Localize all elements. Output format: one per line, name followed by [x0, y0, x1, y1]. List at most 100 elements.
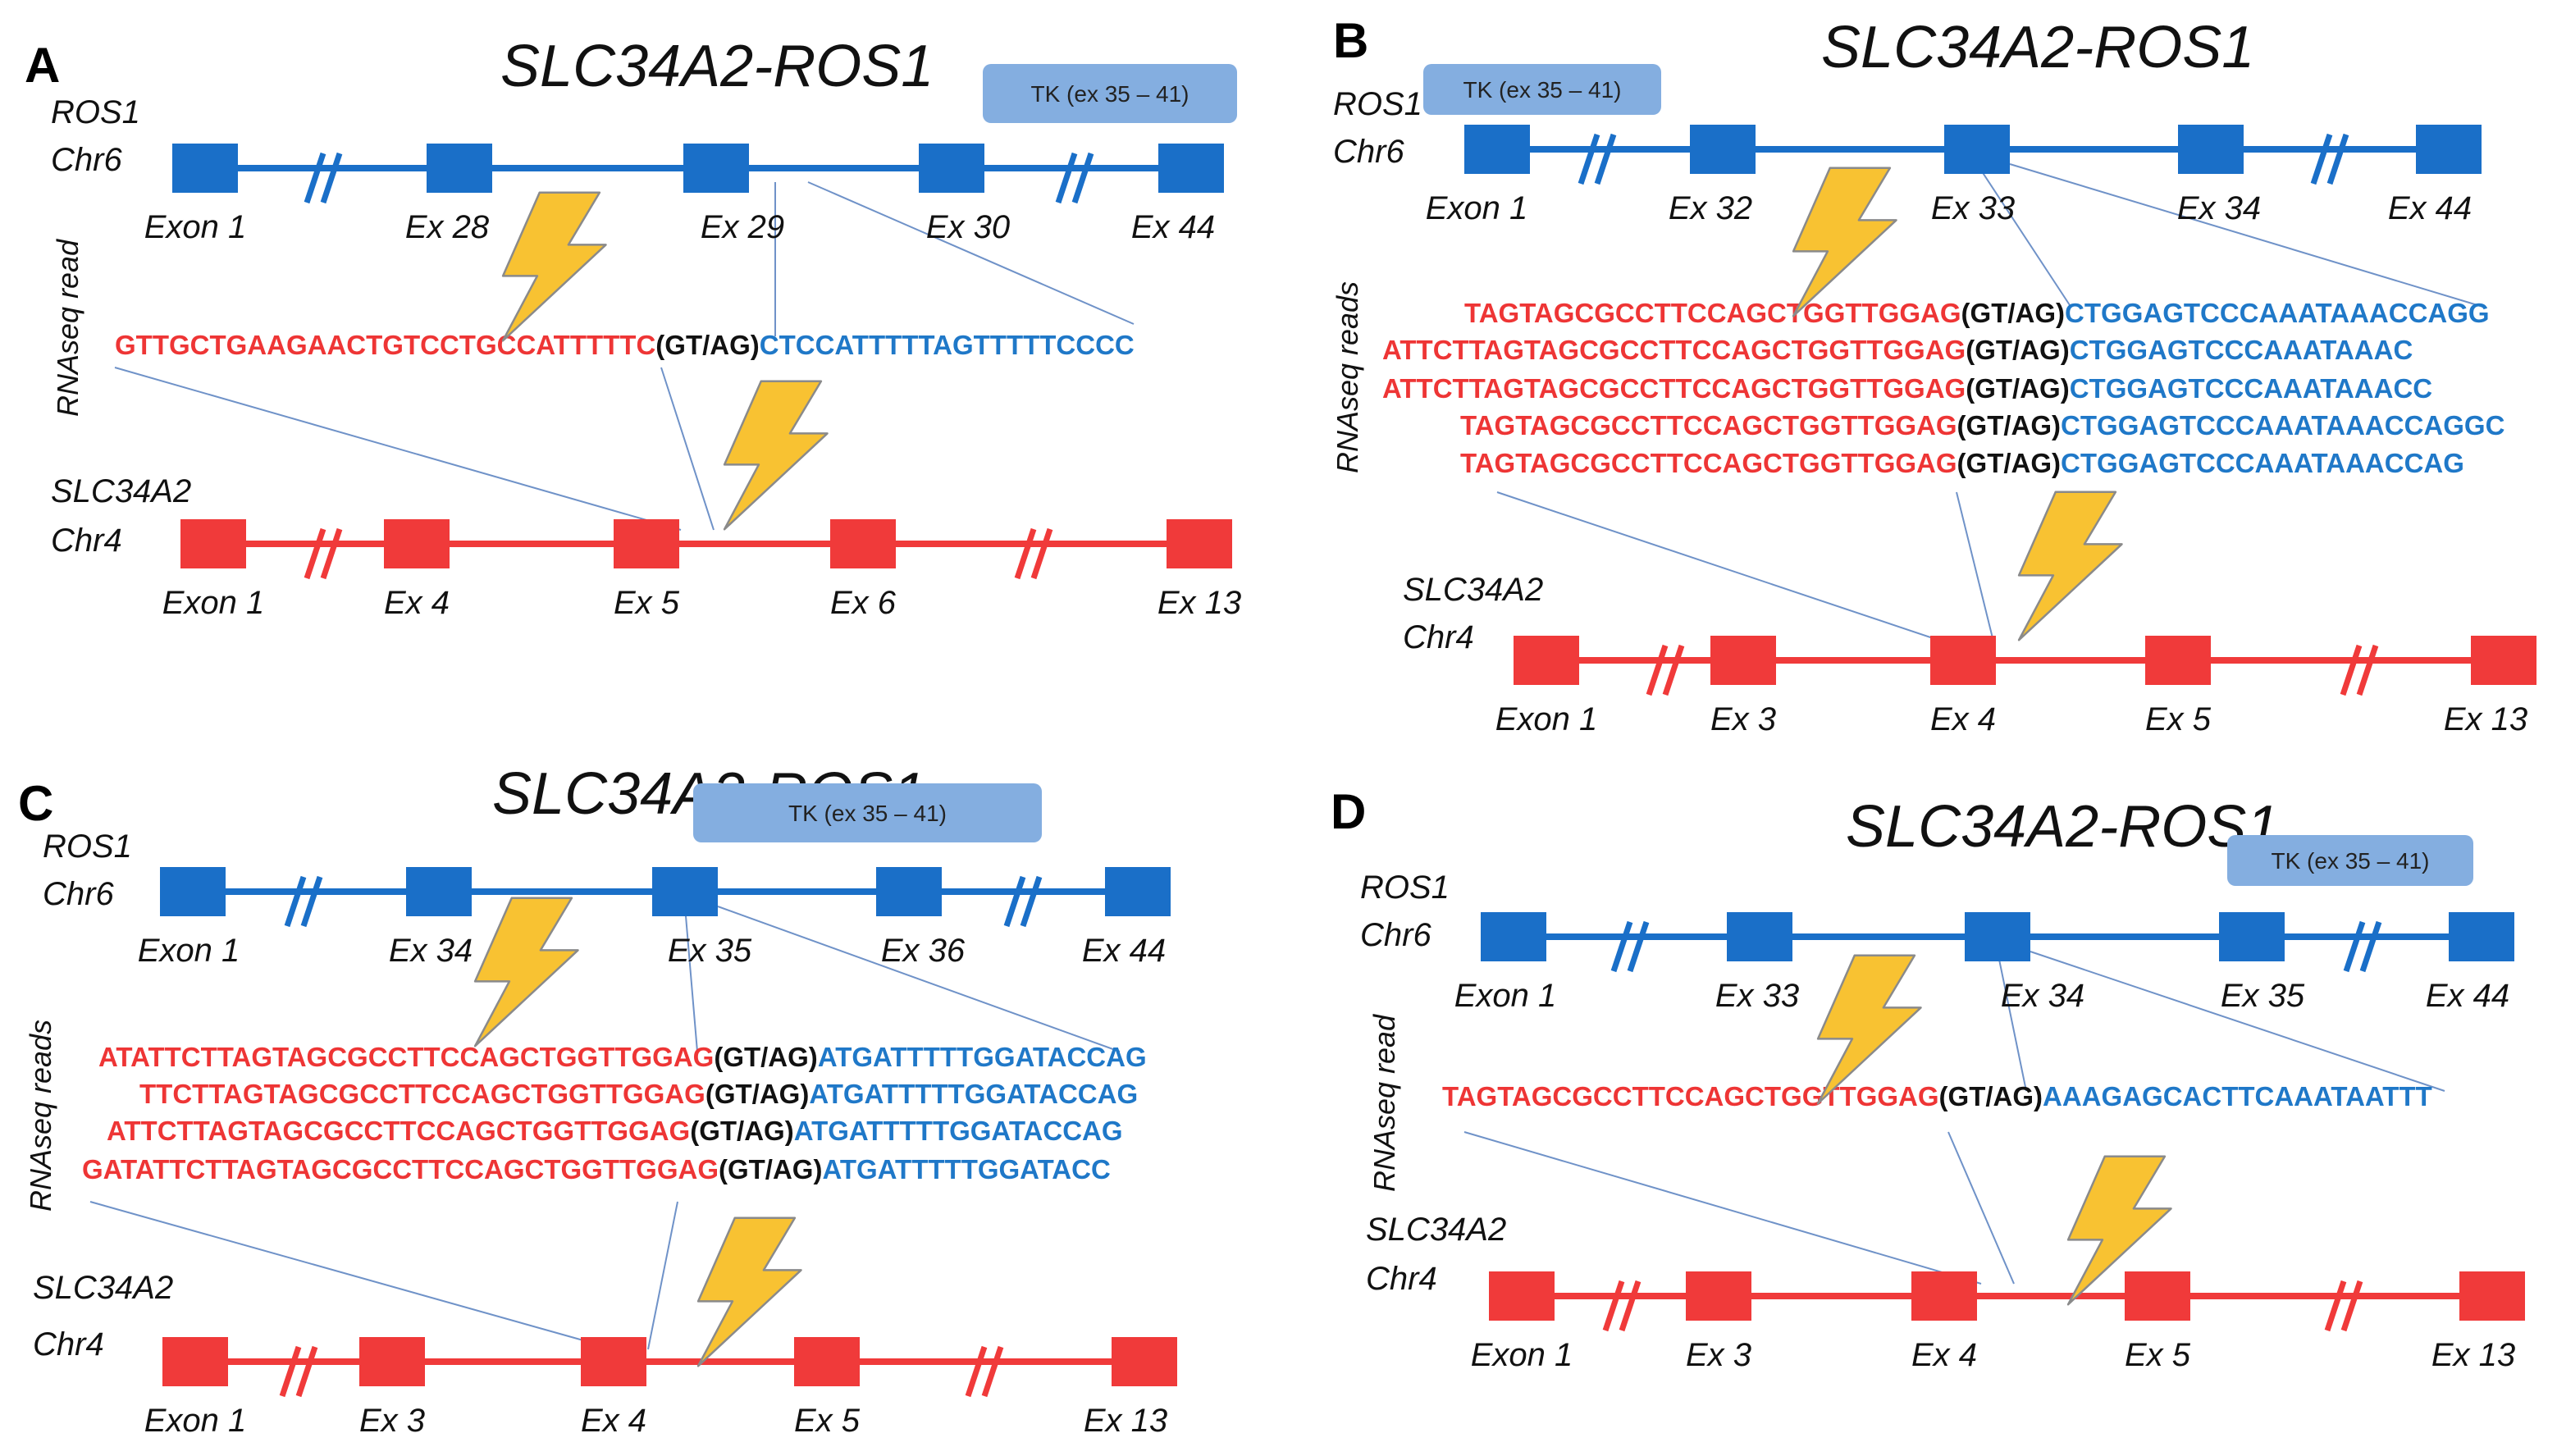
slc34a2-exon-label: Ex 4: [581, 1403, 646, 1439]
slc34a2-break-mark: [2324, 1280, 2363, 1332]
slc-read-start-line: [1496, 491, 1963, 649]
rnaseq-reads: ATATTCTTAGTAGCGCCTTCCAGCTGGTTGGAG (GT/AG)…: [82, 1042, 1147, 1184]
rnaseq-read: GTTGCTGAAGAACTGTCCTGCCATTTTTC(GT/AG)CTCC…: [115, 330, 1135, 360]
rnaseq-read: ATTCTTAGTAGCGCCTTCCAGCTGGTTGGAG(GT/AG)CT…: [1382, 373, 2432, 404]
rnaseq-reads: TAGTAGCGCCTTCCAGCTGGTTGGAG(GT/AG)CTGGAGT…: [1382, 298, 2504, 478]
tk-domain-box: TK (ex 35 – 41): [983, 64, 1237, 123]
slc34a2-exon-box: [1112, 1337, 1177, 1386]
ros1-chr-label: Chr6: [51, 142, 122, 178]
tk-domain-rect: [983, 64, 1237, 123]
read-slc34a2-part: ATTCTTAGTAGCGCCTTCCAGCTGGTTGGAG: [1382, 373, 1966, 404]
rnaseq-read: TAGTAGCGCCTTCCAGCTGGTTGGAG(GT/AG)CTGGAGT…: [1460, 448, 2464, 478]
ros1-chr-label: Chr6: [43, 876, 114, 912]
read-junction: (GT/AG): [655, 330, 759, 360]
slc34a2-break-mark: [279, 1345, 318, 1398]
panel-letter: C: [18, 776, 53, 831]
read-junction: (GT/AG): [1966, 335, 2069, 365]
ros1-exon-box: [160, 867, 226, 916]
ros1-junction-line: [684, 906, 698, 1052]
slc34a2-exon-label: Ex 3: [1686, 1337, 1751, 1373]
fusion-title: SLC34A2-ROS1: [1821, 15, 2254, 80]
rnaseq-label: RNAseq reads: [24, 1020, 57, 1212]
slc34a2-exon-label: Ex 3: [1710, 701, 1776, 737]
ros1-break-mark: [284, 875, 323, 928]
ros1-exon-box: [919, 144, 984, 193]
ros1-exon-box: [427, 144, 492, 193]
ros1-break-mark: [1578, 133, 1617, 185]
breakpoint-bolt-icon: [1792, 167, 1897, 317]
ros1-exon-box: [876, 867, 942, 916]
ros1-exon-label: Ex 35: [668, 933, 752, 969]
slc34a2-exon-label: Ex 13: [2431, 1337, 2515, 1373]
ros1-exon-box: [1158, 144, 1224, 193]
slc34a2-exon-label: Ex 13: [1084, 1403, 1167, 1439]
slc34a2-exon-box: [1167, 519, 1232, 568]
fusion-link-lines: [1463, 951, 2445, 1285]
read-ros1-part: CTGGAGTCCCAAATAAACC: [2070, 373, 2432, 404]
rnaseq-read: GATATTCTTAGTAGCGCCTTCCAGCTGGTTGGAG(GT/AG…: [82, 1154, 1111, 1184]
ros1-exon-box: [1727, 912, 1792, 961]
ros1-break-mark: [304, 152, 343, 204]
slc34a2-exon-label: Ex 4: [1911, 1337, 1977, 1373]
slc34a2-exon-box: [830, 519, 896, 568]
read-ros1-part: ATGATTTTTGGATACCAG: [794, 1116, 1123, 1146]
ros1-read-end-line: [2009, 163, 2486, 308]
ros1-exon-label: Exon 1: [1454, 978, 1557, 1014]
fusion-title: SLC34A2-ROS1: [1846, 794, 2279, 860]
read-slc34a2-part: GATATTCTTAGTAGCGCCTTCCAGCTGGTTGGAG: [82, 1154, 719, 1184]
ros1-exon-box: [683, 144, 749, 193]
read-ros1-part: CTGGAGTCCCAAATAAACCAG: [2061, 448, 2464, 478]
read-junction: (GT/AG): [1961, 298, 2065, 328]
slc34a2-chr-label: Chr4: [1403, 619, 1474, 655]
slc34a2-exon-box: [2145, 636, 2211, 685]
panel-letter: D: [1331, 784, 1366, 839]
slc34a2-exon-box: [1710, 636, 1776, 685]
ros1-break-mark: [1003, 875, 1043, 928]
breakpoint-bolt-icon: [1816, 954, 1922, 1105]
ros1-exon-label: Ex 33: [1931, 190, 2015, 226]
ros1-exon-label: Ex 36: [881, 933, 966, 969]
read-slc34a2-part: ATTCTTAGTAGCGCCTTCCAGCTGGTTGGAG: [107, 1116, 690, 1146]
breakpoint-bolt-icon: [501, 191, 607, 342]
ros1-exon-box: [1690, 125, 1756, 174]
ros1-exon-label: Ex 44: [2426, 978, 2509, 1014]
rnaseq-reads: TAGTAGCGCCTTCCAGCTGGTTGGAG(GT/AG)AAAGAGC…: [1442, 1081, 2432, 1111]
slc-read-start-line: [114, 367, 682, 531]
rnaseq-read: TAGTAGCGCCTTCCAGCTGGTTGGAG(GT/AG)CTGGAGT…: [1464, 298, 2490, 328]
ros1-exon-label: Ex 29: [701, 209, 784, 245]
slc34a2-exon-box: [614, 519, 679, 568]
fusion-link-lines: [114, 181, 1135, 531]
slc-read-start-line: [1463, 1131, 1982, 1285]
slc34a2-exon-label: Ex 3: [359, 1403, 425, 1439]
tk-domain-rect: [1423, 64, 1661, 115]
slc34a2-chr-label: Chr4: [33, 1326, 104, 1362]
read-junction: (GT/AG): [705, 1079, 809, 1109]
ros1-exon-box: [406, 867, 472, 916]
ros1-junction-line: [1997, 951, 2027, 1092]
read-junction: (GT/AG): [1939, 1081, 2043, 1111]
slc34a2-exon-box: [581, 1337, 646, 1386]
ros1-exon-label: Ex 44: [1082, 933, 1166, 969]
slc34a2-exon-label: Ex 13: [1157, 585, 1241, 621]
breakpoint-bolt-icon: [473, 897, 579, 1047]
read-ros1-part: CTCCATTTTTAGTTTTTCCCC: [760, 330, 1135, 360]
tk-domain-rect: [2227, 835, 2473, 886]
slc34a2-exon-label: Ex 4: [1930, 701, 1996, 737]
ros1-gene-label: ROS1: [1360, 869, 1450, 906]
rnaseq-read: TAGTAGCGCCTTCCAGCTGGTTGGAG(GT/AG)AAAGAGC…: [1442, 1081, 2432, 1111]
ros1-exon-box: [1464, 125, 1530, 174]
read-slc34a2-part: ATATTCTTAGTAGCGCCTTCCAGCTGGTTGGAG: [98, 1042, 714, 1072]
slc34a2-exon-label: Ex 4: [384, 585, 450, 621]
slc-junction-line: [647, 1201, 678, 1350]
rnaseq-read: TTCTTAGTAGCGCCTTCCAGCTGGTTGGAG(GT/AG)ATG…: [139, 1079, 1138, 1109]
slc34a2-break-mark: [2340, 644, 2379, 696]
ros1-exon-box: [172, 144, 238, 193]
slc34a2-exon-box: [794, 1337, 860, 1386]
slc34a2-chr-label: Chr4: [51, 523, 122, 559]
